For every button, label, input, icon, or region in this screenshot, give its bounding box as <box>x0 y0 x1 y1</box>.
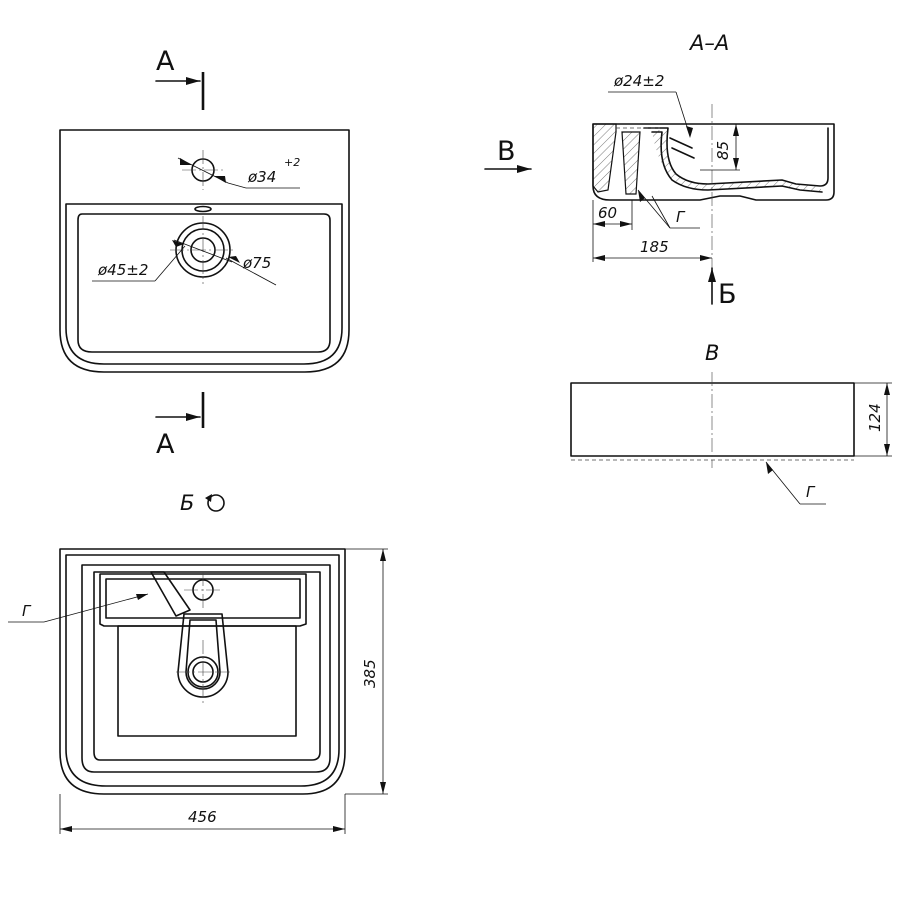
bowl-inner <box>77 213 331 353</box>
view-arrow-b: В <box>484 136 532 173</box>
dim-drain-outer: ø75 <box>225 254 277 286</box>
dim-height: 124 <box>854 382 892 457</box>
overflow-channel <box>669 137 695 159</box>
bowl-wall-hatch <box>652 128 822 192</box>
note-g-bottom: Г <box>8 593 149 623</box>
dim-tap-hole-text: ø34 <box>247 168 276 186</box>
dim-bottom-depth: 385 <box>345 548 388 795</box>
dim-bottom-width-text: 456 <box>188 808 217 826</box>
dim-tap-hole-tolerance: +2 <box>284 156 300 169</box>
dim-height-text: 124 <box>866 403 884 432</box>
bottom-drain <box>176 613 230 704</box>
dim-tap-hole: ø34 +2 <box>177 156 300 189</box>
note-g-section-text: Г <box>676 208 686 226</box>
section-mark-top: А <box>155 46 205 110</box>
dim-offset-text: 60 <box>598 204 617 222</box>
section-view: А–А В ø24±2 <box>484 31 835 310</box>
dim-overflow: ø24±2 <box>608 72 693 138</box>
section-mark-top-label: А <box>156 46 175 77</box>
note-g-section: Г <box>637 189 700 229</box>
bottom-foot-inner <box>93 571 321 761</box>
section-outer-profile <box>592 123 835 201</box>
note-g-side-text: Г <box>806 483 816 501</box>
note-g-bottom-text: Г <box>22 602 32 620</box>
dim-overflow-text: ø24±2 <box>613 72 664 90</box>
basin-outline <box>59 129 350 373</box>
dim-offset: 60 <box>592 200 633 262</box>
section-inner-wall <box>621 131 641 195</box>
section-mark-bottom: А <box>155 392 205 460</box>
dim-depth-text: 85 <box>714 141 732 160</box>
tap-ledge <box>99 573 307 627</box>
overflow-slot <box>194 205 212 213</box>
bowl-profile <box>643 127 829 187</box>
bottom-view-title: Б <box>180 491 194 515</box>
view-arrow-b-bottom-label: Б <box>718 279 737 310</box>
overflow-rib <box>150 571 191 617</box>
bottom-rim <box>65 554 340 787</box>
dim-drain-pos: 185 <box>593 238 712 261</box>
dim-bottom-depth-text: 385 <box>361 659 379 688</box>
top-view: А А ø <box>59 46 350 460</box>
dim-depth: 85 <box>700 123 740 171</box>
dim-drain-inner: ø45±2 <box>92 239 233 282</box>
section-title: А–А <box>688 31 729 55</box>
side-view: В 124 Г <box>570 341 892 505</box>
view-arrow-b-bottom: Б <box>708 267 737 310</box>
section-mark-bottom-label: А <box>156 429 175 460</box>
bottom-outline <box>59 548 346 795</box>
rotate-symbol <box>205 494 225 512</box>
bottom-foot-outer <box>81 564 331 773</box>
dim-drain-outer-text: ø75 <box>242 254 271 272</box>
dim-drain-pos-text: 185 <box>640 238 669 256</box>
dim-bottom-width: 456 <box>59 794 346 834</box>
basin-rim <box>65 203 343 365</box>
side-view-title: В <box>705 341 719 365</box>
section-back-wall <box>592 123 617 193</box>
note-g-side: Г <box>765 461 826 505</box>
drain <box>170 216 236 284</box>
view-arrow-b-label: В <box>497 136 516 167</box>
dim-drain-inner-text: ø45±2 <box>97 261 148 279</box>
bottom-view: Б Г <box>8 491 388 834</box>
side-view-body <box>570 382 855 457</box>
